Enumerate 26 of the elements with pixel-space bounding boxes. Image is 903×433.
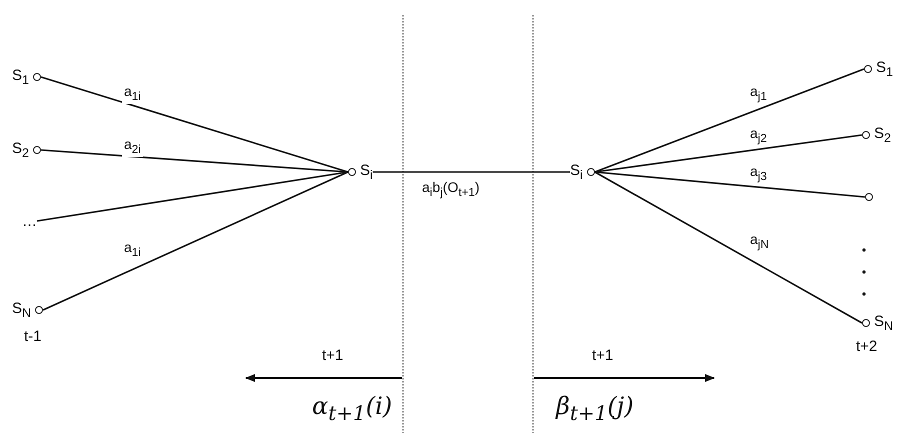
transition-line bbox=[372, 171, 570, 173]
state-label: S$_{i}$ bbox=[360, 162, 373, 182]
state-label: S$_{N}$ bbox=[874, 313, 894, 333]
time-label: t-1 bbox=[24, 328, 42, 345]
state-label: S$_{2}$ bbox=[874, 125, 891, 145]
time-label: t+2 bbox=[856, 338, 878, 355]
transition-line bbox=[594, 134, 862, 173]
edge-label: a$_{i}$b$_{j}$(O$_{t+1}$) bbox=[420, 180, 482, 200]
state-label: … bbox=[22, 212, 37, 230]
transition-line bbox=[36, 171, 348, 222]
transition-line bbox=[40, 149, 348, 173]
transition-line bbox=[594, 68, 864, 173]
time-label: t+1 bbox=[322, 347, 344, 364]
state-label: S$_{2}$ bbox=[12, 140, 29, 160]
transition-line bbox=[42, 171, 348, 311]
transition-line bbox=[594, 171, 866, 198]
backward-variable-label: β$_{t+1}$(j) bbox=[556, 392, 634, 425]
state-circle bbox=[865, 193, 873, 201]
state-label: S$_{1}$ bbox=[876, 59, 893, 79]
transition-line bbox=[40, 76, 348, 173]
state-label: S$_{N}$ bbox=[12, 300, 32, 320]
forward-variable-label: α$_{t+1}$(i) bbox=[312, 392, 392, 425]
state-label: S$_{1}$ bbox=[12, 67, 29, 87]
state-label: S$_{i}$ bbox=[570, 162, 583, 182]
time-label: t+1 bbox=[592, 347, 614, 364]
transition-line bbox=[594, 171, 862, 324]
